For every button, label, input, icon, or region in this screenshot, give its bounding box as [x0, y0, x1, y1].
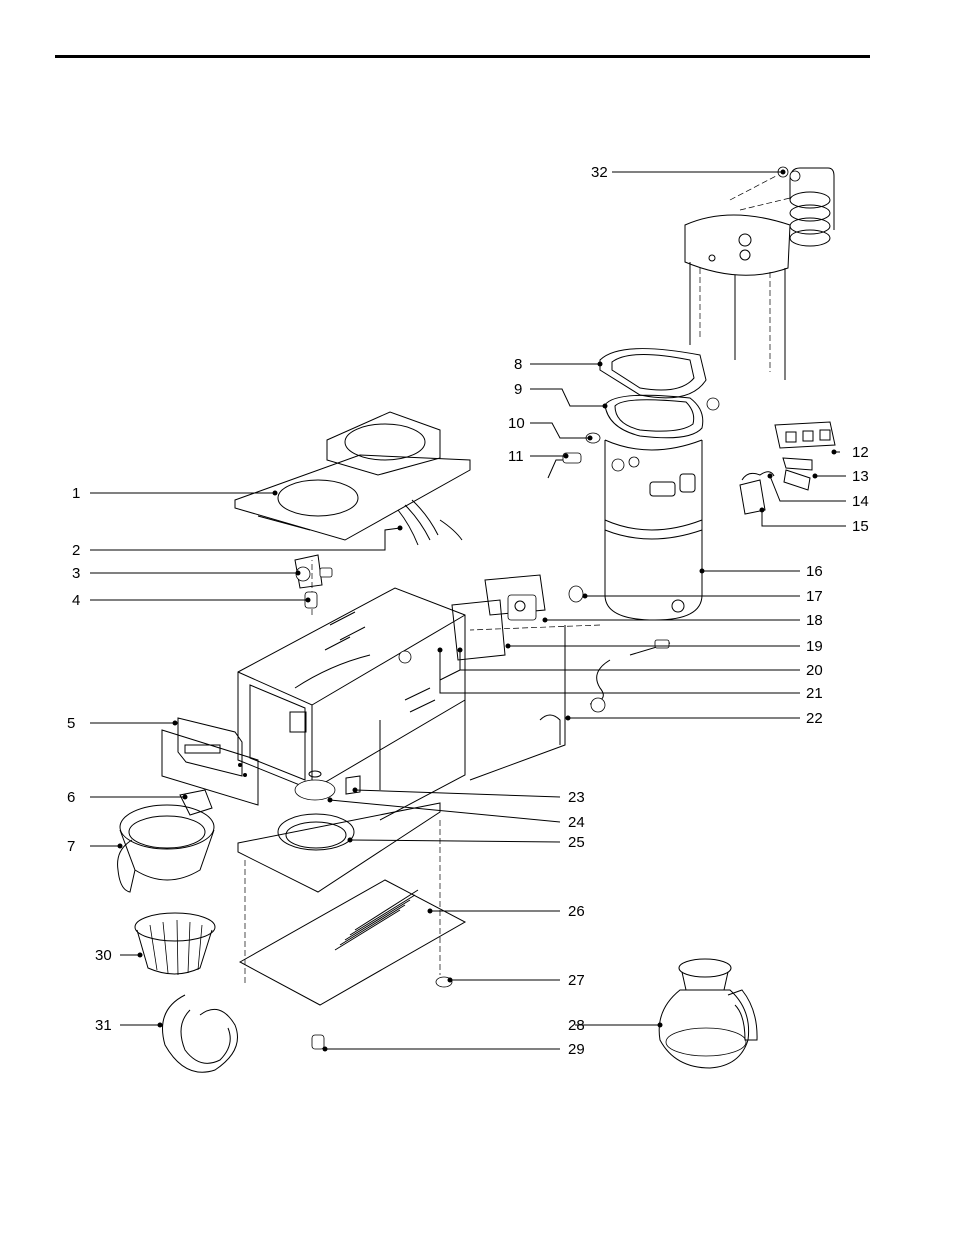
- part-31-hose: [163, 995, 238, 1072]
- part-24-spray-head: [295, 771, 335, 800]
- callout-3: 3: [72, 565, 80, 582]
- callout-11: 11: [508, 448, 524, 465]
- part-18-solenoid-valve: [485, 575, 545, 620]
- part-13-bracket: [783, 458, 812, 490]
- base-housing: [238, 560, 600, 820]
- callout-27: 27: [568, 972, 585, 989]
- callout-14: 14: [852, 493, 869, 510]
- callout-5: 5: [67, 715, 75, 732]
- part-6-funnel-tip: [180, 790, 212, 815]
- part-17-plug: [569, 586, 583, 602]
- callout-8: 8: [514, 356, 522, 373]
- callout-23: 23: [568, 789, 585, 806]
- callout-30: 30: [95, 947, 112, 964]
- callout-13: 13: [852, 468, 869, 485]
- part-28-decanter: [659, 959, 757, 1068]
- part-30-paper-filters: [135, 913, 215, 975]
- part-29-foot: [312, 1035, 324, 1049]
- part-1-top-cover: [235, 412, 470, 540]
- callout-labels: 1 2 3 4 5 6 7 8 9 10 11 12 13 14 15 16 1…: [67, 164, 869, 1058]
- callout-17: 17: [806, 588, 823, 605]
- tank-upper-frame: [685, 215, 790, 380]
- callout-19: 19: [806, 638, 823, 655]
- part-5-switch-panel: [162, 718, 258, 805]
- part-8-tank-gasket-lid: [600, 349, 706, 398]
- callout-29: 29: [568, 1041, 585, 1058]
- callout-21: 21: [806, 685, 823, 702]
- part-16-hot-water-tank: [605, 440, 702, 620]
- callout-15: 15: [852, 518, 869, 535]
- callout-26: 26: [568, 903, 585, 920]
- callout-1: 1: [72, 485, 80, 502]
- callout-7: 7: [67, 838, 75, 855]
- part-2-wire-harness: [398, 500, 462, 545]
- callout-9: 9: [514, 381, 522, 398]
- callout-31: 31: [95, 1017, 112, 1034]
- part-7-brew-funnel: [118, 805, 214, 892]
- callout-24: 24: [568, 814, 585, 831]
- callout-22: 22: [806, 710, 823, 727]
- part-12-terminal-block: [775, 422, 835, 448]
- callout-25: 25: [568, 834, 585, 851]
- callout-18: 18: [806, 612, 823, 629]
- callout-32: 32: [591, 164, 608, 181]
- part-22-rear-panel: [470, 625, 605, 780]
- callout-dots: [118, 170, 837, 1052]
- callout-28: 28: [568, 1017, 585, 1034]
- callout-10: 10: [508, 415, 525, 432]
- callout-2: 2: [72, 542, 80, 559]
- callout-16: 16: [806, 563, 823, 580]
- callout-6: 6: [67, 789, 75, 806]
- callout-12: 12: [852, 444, 869, 461]
- part-3-valve: [295, 555, 332, 588]
- part-9-tank-gasket: [605, 395, 719, 438]
- callout-4: 4: [72, 592, 80, 609]
- part-25-base-plate: [238, 803, 440, 892]
- callout-20: 20: [806, 662, 823, 679]
- part-19-power-cord: [452, 600, 670, 704]
